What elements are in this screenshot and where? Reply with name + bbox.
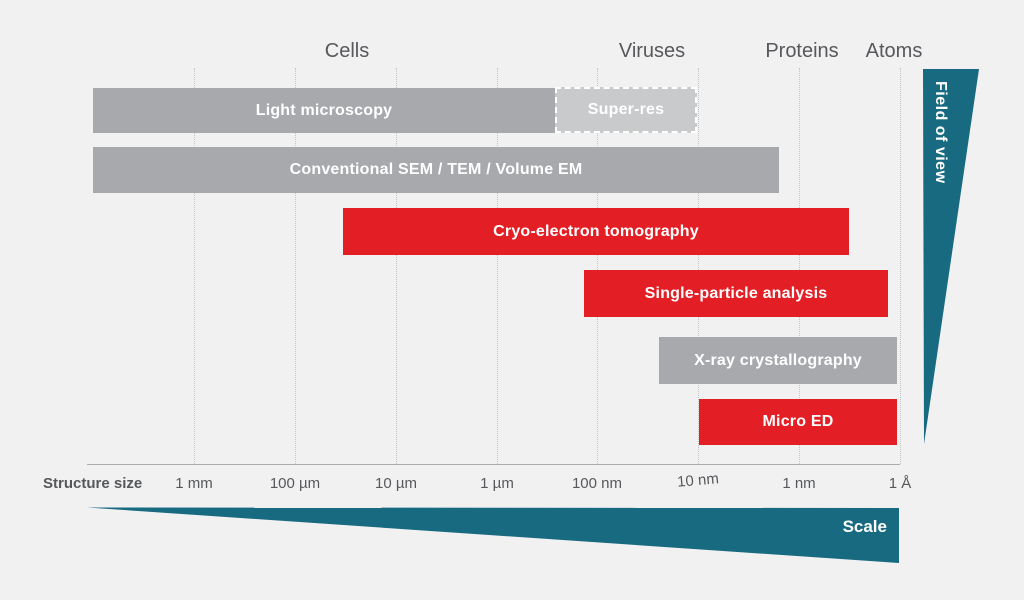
tick-label-1mm: 1 mm [175,475,213,492]
field-of-view-wedge-shape [923,69,979,444]
bar-light-microscopy: Light microscopy [93,88,555,133]
bar-xray-label: X-ray crystallography [694,351,862,369]
bar-cryo-et-label: Cryo-electron tomography [493,222,699,240]
gridline-1a [900,68,901,464]
bar-super-res-label: Super-res [587,101,665,118]
gridline-1um [497,68,498,464]
bar-conventional-sem-tem-volume-em: Conventional SEM / TEM / Volume EM [93,147,779,193]
scale-wedge-shape [87,507,899,563]
tick-label-100nm: 100 nm [571,475,623,492]
field-of-view-label: Field of view [932,81,949,184]
gridline-1mm [194,68,195,464]
bar-xray-crystallography: X-ray crystallography [659,337,897,384]
top-label-atoms: Atoms [865,40,923,62]
top-label-cells: Cells [324,40,370,62]
x-axis-line [87,464,900,465]
bar-micro-ed: Micro ED [699,399,897,445]
gridline-1nm [799,68,800,464]
gridline-100nm [597,68,598,464]
x-axis-title: Structure size [43,475,143,492]
tick-label-10um: 10 µm [375,475,417,492]
gridline-10nm [698,68,699,464]
bar-single-particle-analysis: Single-particle analysis [584,270,888,317]
bar-cryo-electron-tomography: Cryo-electron tomography [343,208,849,255]
scale-label: Scale [842,517,887,536]
gridline-100um [295,68,296,464]
top-label-viruses: Viruses [618,40,686,62]
bar-conventional-label: Conventional SEM / TEM / Volume EM [289,161,583,178]
bar-microed-label: Micro ED [762,413,834,430]
tick-label-1um: 1 µm [480,475,514,492]
top-label-proteins: Proteins [765,40,839,62]
bar-light-microscopy-label: Light microscopy [255,101,393,119]
tick-label-1nm: 1 nm [782,475,816,492]
tick-label-1a: 1 Å [888,475,912,492]
tick-label-100um: 100 µm [269,475,321,492]
bar-spa-label: Single-particle analysis [644,284,828,302]
gridline-10um [396,68,397,464]
bar-super-res: Super-res [555,87,697,133]
